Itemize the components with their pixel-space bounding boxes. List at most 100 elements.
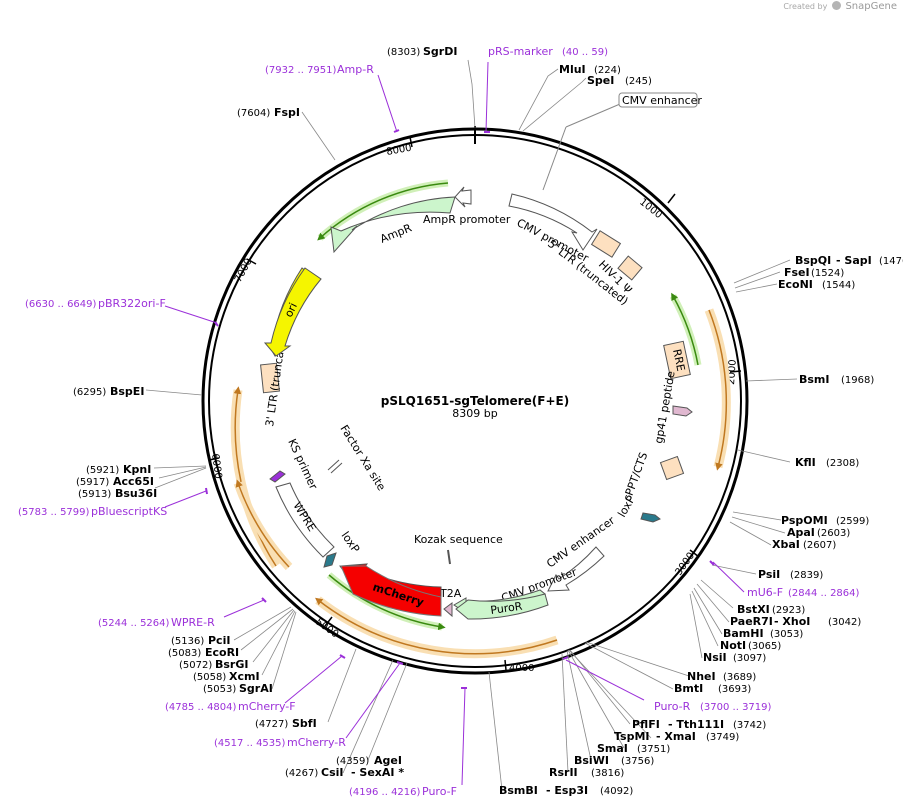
enzyme-sgrai-pos: (5053): [203, 684, 236, 695]
enzyme-xbai-pos: (2607): [803, 540, 836, 551]
primer-mcherry-f[interactable]: mCherry-F: [238, 700, 296, 713]
enzyme-agei[interactable]: AgeI: [374, 754, 402, 767]
enzyme-esp3i[interactable]: - Esp3I: [546, 784, 588, 797]
enzyme-bstxi[interactable]: BstXI: [737, 603, 770, 616]
enzyme-fsei[interactable]: FseI: [784, 266, 810, 279]
enzyme-bmti-pos: (3693): [718, 684, 751, 695]
loxp-left-feature[interactable]: [323, 552, 337, 568]
primer-amp-r[interactable]: Amp-R: [337, 63, 374, 76]
mcherry-body: [340, 565, 442, 617]
enzyme-smai-pos: (3751): [637, 744, 670, 755]
enzyme-tspmi[interactable]: TspMI: [614, 730, 650, 743]
enzyme-pspomi[interactable]: PspOMI: [781, 514, 828, 527]
gp41-feature[interactable]: [672, 405, 693, 417]
primer-puro-r-range: (3700 .. 3719): [700, 702, 772, 713]
primer-pbr322ori-f[interactable]: pBR322ori-F: [98, 297, 166, 310]
loxp-right-feature[interactable]: [640, 512, 661, 523]
enzyme-xbai[interactable]: XbaI: [772, 538, 800, 551]
orf-arc-bottom-line: [315, 597, 558, 655]
enzyme-acc65i-pos: (5917): [76, 477, 109, 488]
enzyme-sexai[interactable]: - SexAI *: [351, 766, 404, 779]
primer-prs-marker-range: (40 .. 59): [562, 47, 608, 58]
cmv-promoter-feature[interactable]: [508, 193, 598, 251]
enzyme-bsiwi[interactable]: BsiWI: [574, 754, 609, 767]
watermark-prefix: Created by: [783, 2, 828, 11]
enzyme-bmti[interactable]: BmtI: [674, 682, 703, 695]
primer-mcherry-r-range: (4517 .. 4535): [214, 738, 286, 749]
enzyme-nhei[interactable]: NheI: [687, 670, 716, 683]
primer-mcherry-r[interactable]: mCherry-R: [287, 736, 346, 749]
ks-primer-feature[interactable]: [269, 470, 286, 483]
enzyme-mlui[interactable]: MluI: [559, 63, 586, 76]
factor-xa-feature[interactable]: [327, 459, 340, 471]
enzyme-fsei-pos: (1524): [811, 268, 844, 279]
loxp-left-label: loxP: [339, 529, 363, 555]
primer-wpre-r[interactable]: WPRE-R: [171, 616, 215, 629]
puror-body: [455, 593, 549, 620]
primer-prs-marker[interactable]: pRS-marker: [488, 45, 553, 58]
kozak-feature[interactable]: [447, 549, 451, 565]
enzyme-pflfi[interactable]: PflFI: [632, 718, 660, 731]
primer-pbluescriptks[interactable]: pBluescriptKS: [91, 505, 167, 518]
wpre-feature[interactable]: [275, 482, 335, 558]
cmv-enhancer-inner-feature[interactable]: [547, 546, 605, 592]
plasmid-name: pSLQ1651-sgTelomere(F+E): [381, 394, 569, 408]
enzyme-bspqi[interactable]: BspQI: [795, 254, 831, 267]
enzyme-bsu36i-pos: (5913): [78, 489, 111, 500]
enzyme-xcmi[interactable]: XcmI: [229, 670, 260, 683]
enzyme-kpni[interactable]: KpnI: [123, 463, 151, 476]
enzyme-acc65i[interactable]: Acc65I: [113, 475, 154, 488]
kozak-label: Kozak sequence: [414, 533, 503, 546]
enzyme-noti[interactable]: NotI: [720, 639, 746, 652]
enzyme-sbfi[interactable]: SbfI: [292, 717, 317, 730]
ltr5-feature[interactable]: [590, 230, 622, 258]
enzyme-sapi[interactable]: - SapI: [836, 254, 872, 267]
enzyme-bsmbi[interactable]: BsmBI: [499, 784, 538, 797]
snapgene-logo-icon: [831, 1, 841, 10]
enzyme-psii[interactable]: PsiI: [758, 568, 780, 581]
primer-markers: [205, 129, 715, 689]
enzyme-paer7i[interactable]: PaeR7I: [730, 615, 773, 628]
enzyme-xmai[interactable]: - XmaI: [656, 730, 696, 743]
enzyme-esp3i-name: Esp3I: [554, 784, 588, 797]
enzyme-kfli[interactable]: KflI: [795, 456, 816, 469]
tick-6000: 6000: [209, 453, 223, 480]
primer-puro-f[interactable]: Puro-F: [422, 785, 457, 798]
enzyme-bamhi[interactable]: BamHI: [723, 627, 764, 640]
primer-mu6-f[interactable]: mU6-F: [747, 586, 783, 599]
enzyme-bsrgi[interactable]: BsrGI: [215, 658, 248, 671]
enzyme-nsii[interactable]: NsiI: [703, 651, 727, 664]
ampr-feature[interactable]: [330, 196, 456, 254]
enzyme-sgrai[interactable]: SgrAI: [239, 682, 273, 695]
ltr3-feature[interactable]: [260, 362, 280, 394]
enzyme-ecori-pos: (5083): [168, 648, 201, 659]
enzyme-xhoi[interactable]: - XhoI: [774, 615, 810, 628]
tick-5000: 5000: [313, 617, 340, 641]
primer-amp-r-range: (7932 .. 7951): [265, 65, 337, 76]
cppt-feature[interactable]: [659, 455, 685, 481]
enzyme-smai[interactable]: SmaI: [597, 742, 628, 755]
enzyme-tth111i[interactable]: - Tth111I: [668, 718, 724, 731]
enzyme-bamhi-pos: (3053): [770, 629, 803, 640]
cmv-enhancer-box-label: CMV enhancer: [622, 94, 702, 107]
hiv-psi-feature[interactable]: [617, 255, 643, 281]
rre-feature[interactable]: [663, 340, 691, 380]
primer-leaders: [164, 61, 745, 786]
enzyme-bspei[interactable]: BspEI: [110, 385, 144, 398]
ampr-promoter-feature[interactable]: [454, 186, 472, 208]
enzyme-econi[interactable]: EcoNI: [778, 278, 813, 291]
enzyme-rsrii[interactable]: RsrII: [549, 766, 578, 779]
enzyme-nhei-pos: (3689): [723, 672, 756, 683]
enzyme-bsu36i[interactable]: Bsu36I: [115, 487, 157, 500]
enzyme-bsmi[interactable]: BsmI: [799, 373, 830, 386]
enzyme-pcii[interactable]: PciI: [208, 634, 230, 647]
primer-puro-r[interactable]: Puro-R: [654, 700, 691, 713]
enzyme-spei[interactable]: SpeI: [587, 74, 614, 87]
enzyme-csii[interactable]: CsiI: [321, 766, 343, 779]
t2a-label: T2A: [439, 587, 462, 600]
t2a-feature[interactable]: [443, 602, 453, 618]
enzyme-ecori[interactable]: EcoRI: [205, 646, 239, 659]
enzyme-fspi[interactable]: FspI: [274, 106, 300, 119]
enzyme-sgrdi[interactable]: SgrDI: [423, 45, 457, 58]
enzyme-apai[interactable]: ApaI: [787, 526, 815, 539]
